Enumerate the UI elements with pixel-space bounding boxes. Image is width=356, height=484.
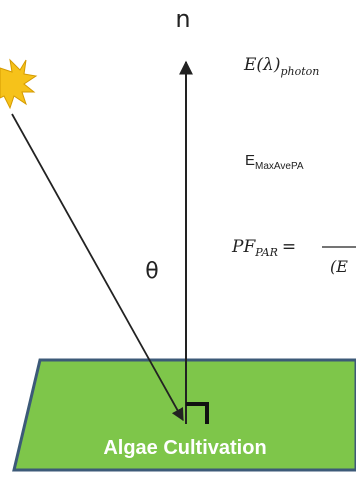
sun-icon [0,58,38,110]
equation-photon-energy: E(λ)photon [243,55,319,78]
equation-pf-par: PFPAR= (E [231,237,356,276]
right-angle-marker [186,402,209,424]
equation-max-average-par: EMaxAvePA [245,152,304,172]
surface-label: Algae Cultivation [103,437,266,459]
svg-text:(E: (E [330,257,348,276]
svg-text:PFPAR=: PFPAR= [231,237,296,259]
angle-theta-label: θ [145,259,158,284]
normal-label: n [175,5,190,33]
incident-ray-arrow [11,113,184,422]
